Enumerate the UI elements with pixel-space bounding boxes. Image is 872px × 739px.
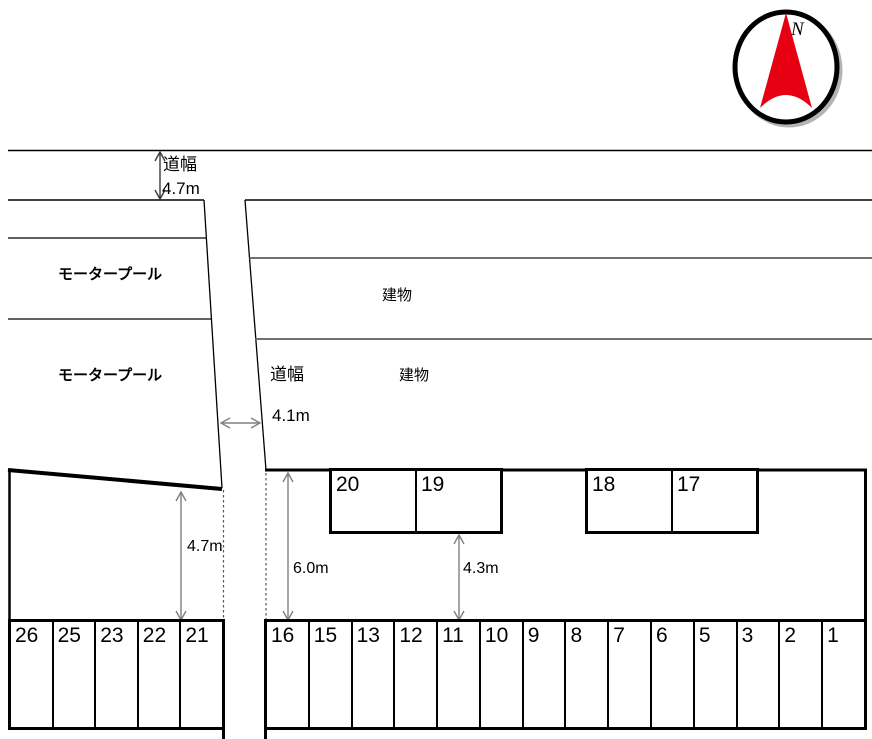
- upper-stall-pair-18-17: 18 17: [585, 468, 759, 534]
- right-depth-dimension-label: 6.0m: [293, 560, 329, 577]
- parking-stall-16: 16: [267, 622, 310, 727]
- motorpool-upper-label: モータープール: [58, 266, 163, 283]
- motorpool-lower-label: モータープール: [58, 367, 163, 384]
- parking-stall-22: 22: [139, 622, 182, 727]
- dimension-arrow-inner-depth: [453, 533, 465, 622]
- parking-stall-6: 6: [652, 622, 695, 727]
- left-parking-top-edge: [7, 468, 223, 491]
- compass-north-label: N: [791, 19, 804, 40]
- parking-row-left: 26 25 23 22 21: [8, 619, 225, 730]
- parking-stall-5: 5: [695, 622, 738, 727]
- parking-stall-18: 18: [588, 471, 673, 531]
- parking-stall-17: 17: [677, 473, 701, 496]
- parking-stall-11: 11: [438, 622, 481, 727]
- middle-road-width-label: 道幅: [270, 365, 304, 384]
- parking-stall-20: 20: [332, 471, 417, 531]
- inner-depth-dimension-label: 4.3m: [463, 560, 499, 577]
- right-block-left-edge: [244, 199, 267, 471]
- parking-stall-21: 21: [185, 624, 209, 647]
- parking-stall-1: 1: [827, 624, 839, 647]
- dimension-arrow-top-road: [154, 150, 166, 201]
- middle-road-width-value: 4.1m: [272, 406, 310, 425]
- left-depth-dimension-label: 4.7m: [187, 538, 223, 555]
- north-arrow-icon: [760, 13, 812, 108]
- parking-stall-7: 7: [609, 622, 653, 727]
- upper-stall-pair-20-19: 20 19: [329, 468, 503, 534]
- parking-stall-10: 10: [481, 622, 524, 727]
- parking-stall-23: 23: [96, 622, 139, 727]
- dimension-arrow-right-depth: [282, 471, 294, 622]
- parking-stall-3: 3: [738, 622, 781, 727]
- parking-stall-2: 2: [780, 622, 824, 727]
- top-road-width-value: 4.7m: [162, 179, 200, 198]
- parking-row-right: 16 15 13 12 11 10 9 8 7 6 5 3 2 1: [264, 619, 867, 730]
- compass: [732, 9, 843, 128]
- parking-stall-13: 13: [353, 622, 396, 727]
- parking-stall-15: 15: [310, 622, 353, 727]
- parking-stall-26: 26: [11, 622, 54, 727]
- parking-stall-19: 19: [421, 473, 445, 496]
- building-lower-label: 建物: [399, 367, 430, 384]
- left-block-right-edge: [203, 199, 223, 489]
- parking-stall-8: 8: [566, 622, 610, 727]
- parking-stall-9: 9: [524, 622, 567, 727]
- parking-stall-25: 25: [54, 622, 97, 727]
- building-upper-label: 建物: [382, 287, 413, 304]
- top-road-width-label: 道幅: [163, 155, 197, 174]
- dimension-arrow-left-depth: [175, 490, 187, 622]
- parking-stall-12: 12: [395, 622, 439, 727]
- dimension-arrow-middle-road: [219, 417, 262, 429]
